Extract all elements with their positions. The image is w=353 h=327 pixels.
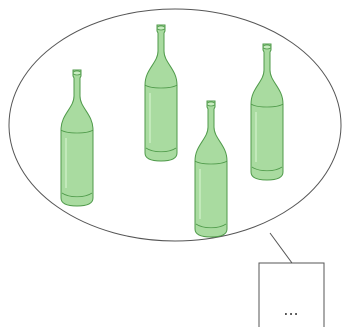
glass-bottle-icon [145, 25, 177, 161]
answer-box-label: ... [283, 300, 298, 319]
glass-bottle-icon [195, 101, 227, 237]
glass-bottle-icon [251, 44, 283, 180]
connector-line [270, 233, 292, 263]
glass-bottle-icon [61, 70, 93, 206]
